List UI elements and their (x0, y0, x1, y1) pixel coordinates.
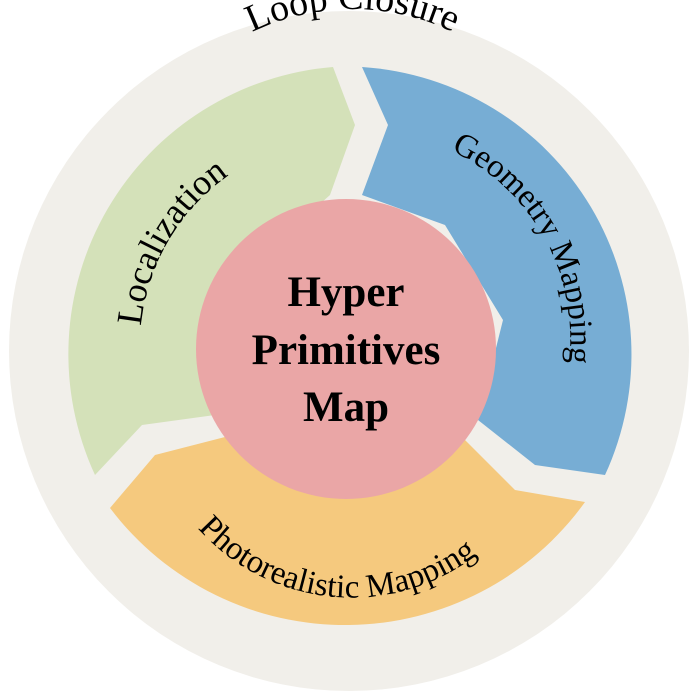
center-line-map: Map (303, 384, 389, 431)
center-circle (196, 199, 496, 499)
photorealistic-mapping-segment (110, 430, 585, 626)
center-line-hyper: Hyper (287, 269, 404, 316)
geometry-mapping-segment (362, 67, 632, 475)
localization-segment (68, 67, 356, 475)
center-line-primitives: Primitives (252, 327, 441, 374)
